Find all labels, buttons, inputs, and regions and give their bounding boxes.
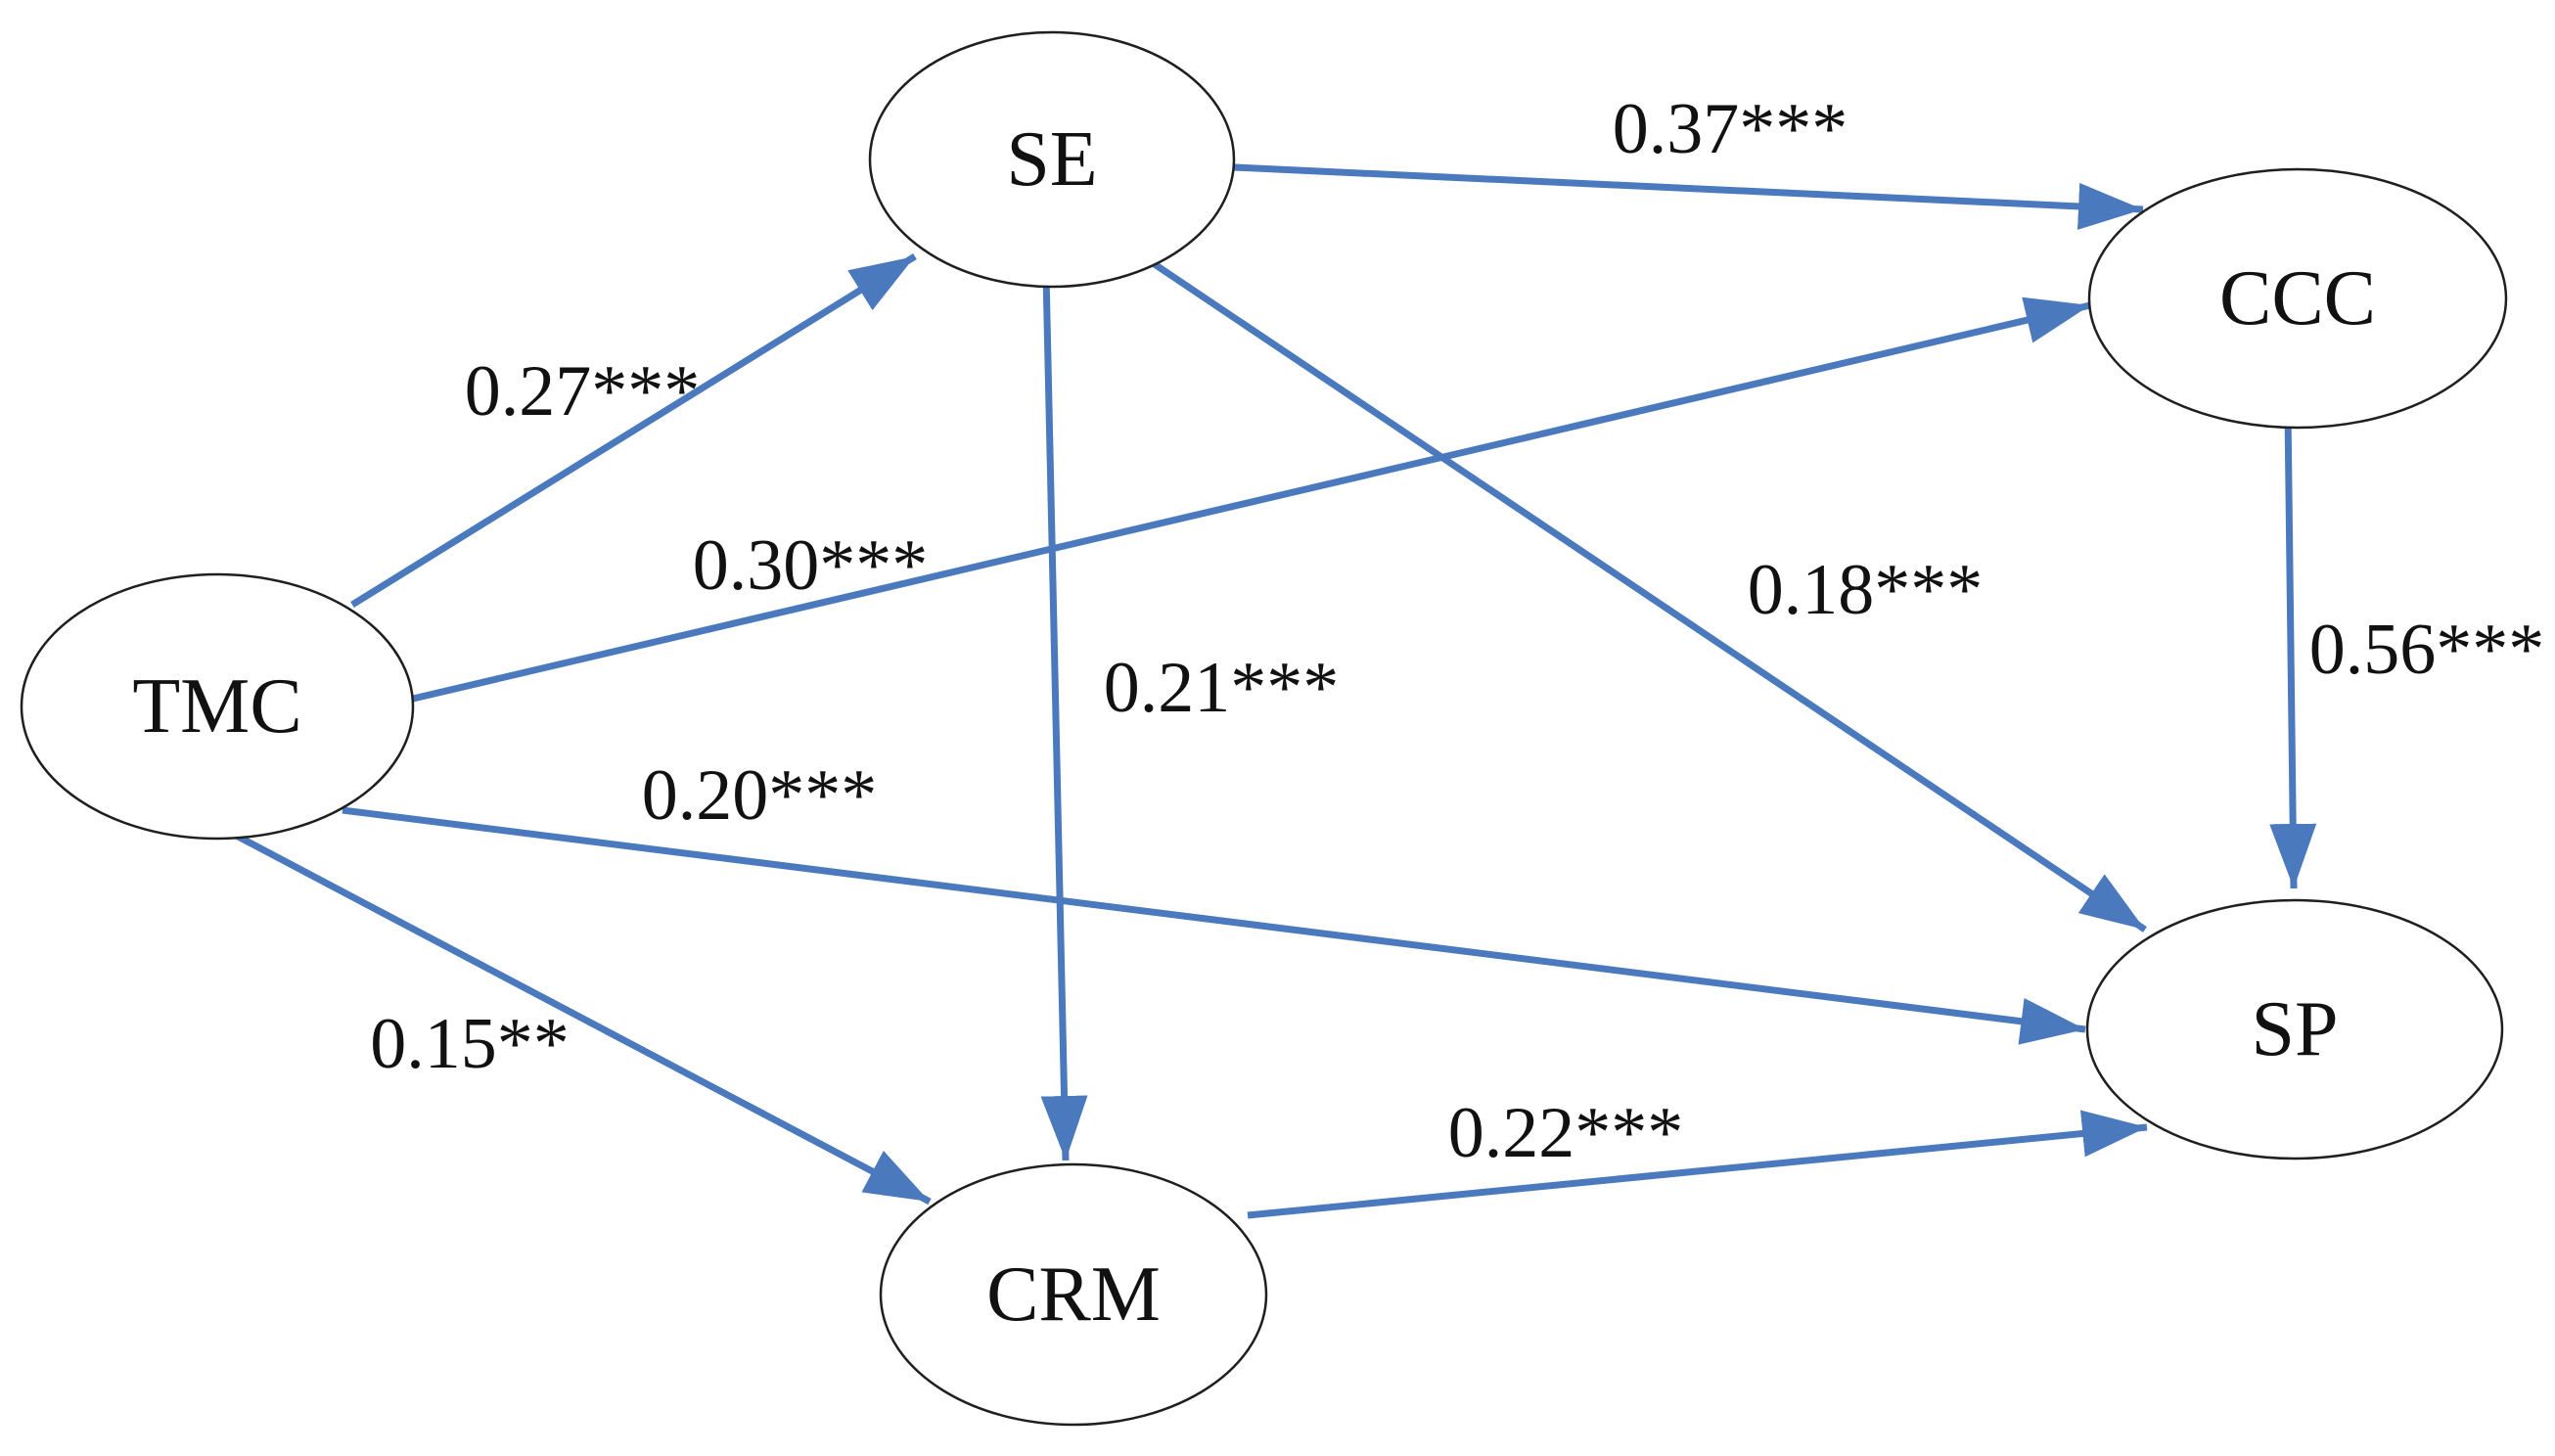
node-SP xyxy=(2085,898,2504,1160)
edge-SE-CRM-arrow xyxy=(1040,273,1088,1161)
edge-TMC-CRM-label: 0.15** xyxy=(370,1004,570,1084)
node-CCC xyxy=(2087,167,2508,430)
node-SP-label: SP xyxy=(2252,986,2339,1072)
edge-TMC-SP-arrow xyxy=(342,806,2086,1045)
edge-SE-CCC-arrow xyxy=(1212,162,2144,230)
edge-CRM-SP-arrow xyxy=(1247,1110,2148,1219)
edge-SE-SP-arrow xyxy=(1123,242,2147,933)
node-CRM xyxy=(879,1162,1268,1427)
edge-TMC-CCC-label: 0.30*** xyxy=(693,525,929,606)
edge-TMC-SE-arrow xyxy=(350,253,917,608)
node-SE xyxy=(868,30,1236,289)
edge-CRM-SP-label: 0.22*** xyxy=(1448,1093,1684,1173)
node-TMC-label: TMC xyxy=(132,663,301,750)
edge-TMC-SE-label: 0.27*** xyxy=(465,351,701,432)
edge-TMC-SP-label: 0.20*** xyxy=(642,755,878,836)
node-SE-label: SE xyxy=(1006,116,1097,203)
edge-TMC-CCC-arrow xyxy=(395,296,2091,706)
edge-TMC-CRM-arrow xyxy=(208,818,932,1206)
edge-CCC-SP-arrow xyxy=(2269,410,2317,889)
node-CRM-label: CRM xyxy=(986,1251,1161,1338)
edge-SE-CCC-label: 0.37*** xyxy=(1613,89,1848,169)
edge-SE-SP-label: 0.18*** xyxy=(1748,550,1984,630)
edge-CCC-SP-label: 0.56*** xyxy=(2309,610,2545,690)
node-CCC-label: CCC xyxy=(2219,255,2376,341)
node-TMC xyxy=(20,572,415,841)
edge-SE-CRM-label: 0.21*** xyxy=(1104,648,1340,728)
